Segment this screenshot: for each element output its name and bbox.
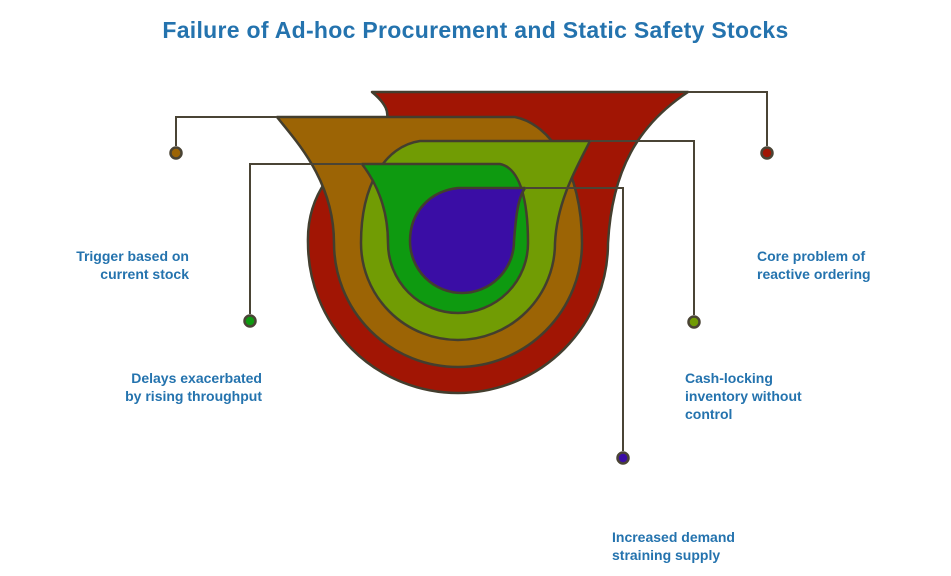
trigger-dot — [169, 146, 183, 160]
cash-dot — [687, 315, 701, 329]
core-problem-dot — [760, 146, 774, 160]
connector-core-problem — [688, 91, 768, 146]
demand-dot — [616, 451, 630, 465]
label-cash: Cash-locking inventory without control — [685, 370, 802, 422]
label-demand: Increased demand straining supply — [612, 529, 735, 563]
delays-dot — [243, 314, 257, 328]
connector-delays — [249, 163, 362, 314]
label-delays: Delays exacerbated by rising throughput — [125, 370, 262, 404]
connector-trigger — [175, 116, 277, 146]
label-trigger: Trigger based on current stock — [76, 248, 189, 282]
connector-demand — [525, 187, 624, 451]
layer-demand-purple — [408, 186, 527, 295]
page-title: Failure of Ad-hoc Procurement and Static… — [162, 17, 789, 43]
label-core-problem: Core problem of reactive ordering — [757, 248, 871, 282]
connector-cash — [590, 140, 695, 315]
